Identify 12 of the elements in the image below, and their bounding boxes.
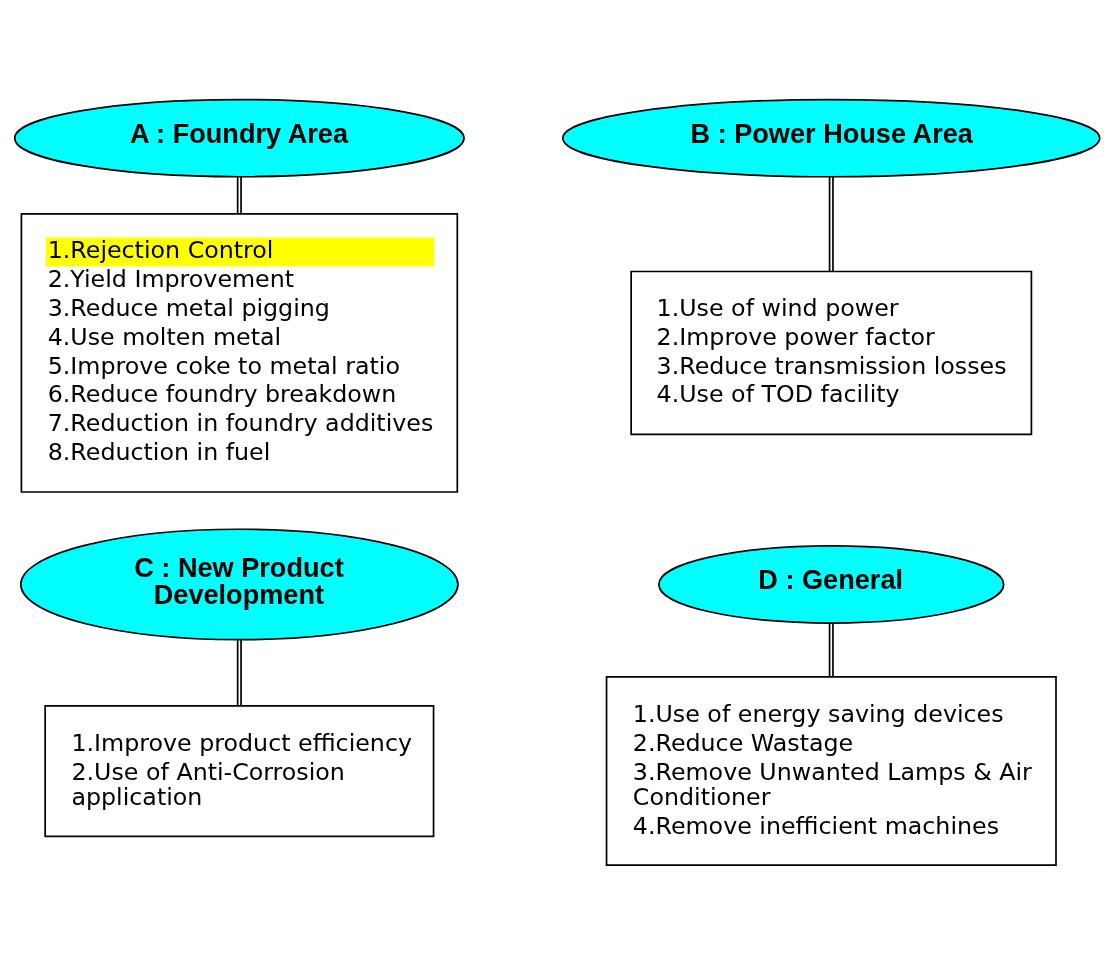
node-ellipse: B : Power House Area: [562, 98, 1101, 178]
node-box: 1.Use of energy saving devices 2.Reduce Wastage 3.Remove Unwanted Lamps & Air Conditioner 4.Remove inefficient machines: [605, 675, 1057, 866]
node-box: 1.Use of wind power 2.Improve power factor 3.Reduce transmission losses 4.Use of TOD facility: [630, 270, 1033, 435]
node-ellipse: C : New Product Development: [19, 527, 459, 641]
connector: [828, 175, 834, 272]
node-box: 1.Rejection Control 2.Yield Improvement 3.Reduce metal pigging 4.Use molten metal 5.Improve coke to metal ratio 6.Reduce foundry breakdown 7.Reduction in foundry additives 8.Reduction in fuel: [20, 212, 459, 493]
node-box: 1.Improve product efficiency 2.Use of Anti-Corrosion application: [44, 704, 435, 837]
connector: [236, 638, 242, 706]
node-ellipse: D : General: [658, 544, 1005, 624]
connector: [236, 175, 242, 214]
node-ellipse: A : Foundry Area: [13, 98, 465, 178]
connector: [828, 621, 834, 677]
